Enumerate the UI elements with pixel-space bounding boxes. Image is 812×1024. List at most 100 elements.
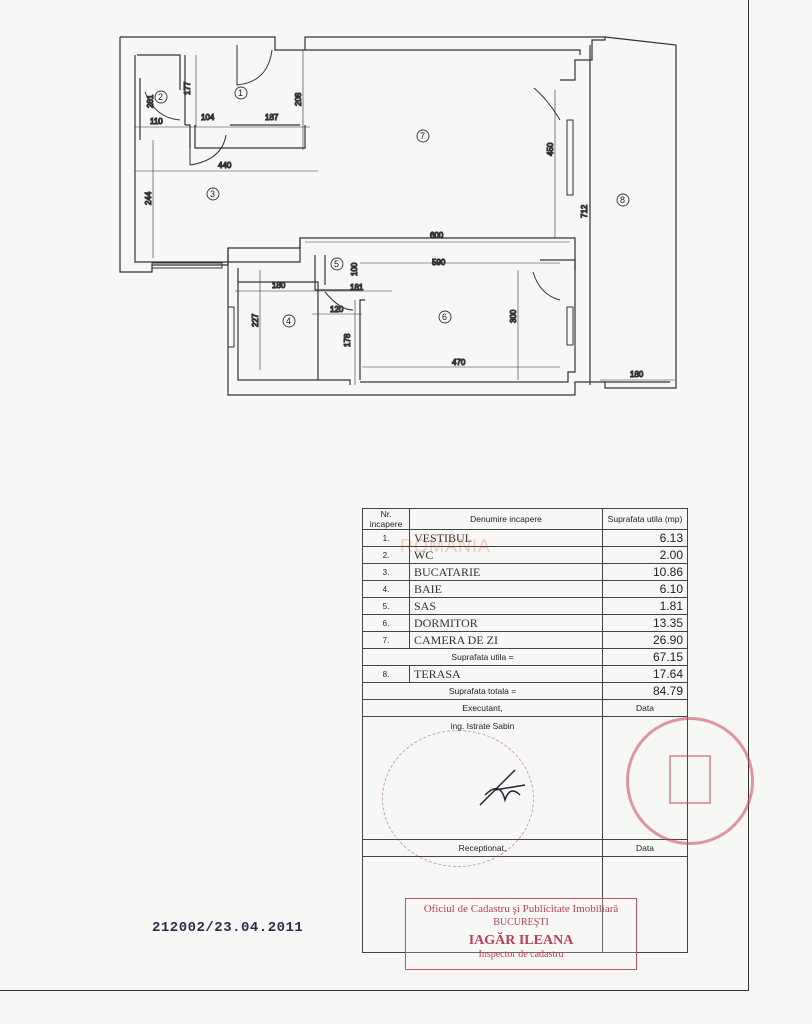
row-name: BAIE [409, 580, 603, 598]
room-number: 3 [210, 189, 215, 199]
row-area: 17.64 [602, 665, 688, 683]
row-nr: 2. [362, 546, 410, 564]
header-nr: Nr. incapere [362, 508, 410, 530]
row-name: VESTIBUL [409, 529, 603, 547]
round-seal [626, 717, 754, 845]
total-area-label: Suprafata totala = [362, 682, 603, 700]
useful-area-label: Suprafata utila = [362, 648, 603, 666]
dim-label: 201 [146, 94, 155, 108]
dim-label: 244 [144, 191, 153, 205]
useful-area-row: Suprafata utila =67.15 [362, 648, 688, 666]
dim-label: 180 [630, 370, 644, 379]
row-name: DORMITOR [409, 614, 603, 632]
room-number: 5 [334, 259, 339, 269]
dim-label: 300 [509, 309, 518, 323]
row-nr: 4. [362, 580, 410, 598]
executant-name: ing. Istrate Sabin [450, 721, 515, 731]
door-arc [144, 91, 181, 121]
room-number: 1 [238, 88, 243, 98]
row-area: 26.90 [602, 631, 688, 649]
outer-wall [120, 36, 606, 81]
window [566, 119, 574, 196]
door-arc [189, 133, 227, 166]
dim-label: 180 [272, 281, 286, 290]
wc-walls [137, 54, 306, 149]
room-number: 4 [286, 316, 291, 326]
stamp-line: BUCUREŞTI [493, 917, 549, 928]
dim-label: 600 [430, 231, 444, 240]
row-name: CAMERA DE ZI [409, 631, 603, 649]
row-name: WC [409, 546, 603, 564]
engineer-seal [382, 730, 534, 867]
dim-label: 227 [251, 313, 260, 327]
dim-label: 440 [218, 161, 232, 170]
door-arc [533, 87, 561, 121]
door-arc [532, 271, 561, 301]
dim-label: 712 [580, 204, 589, 218]
dim-label: 590 [432, 258, 446, 267]
dim-label: 450 [546, 142, 555, 156]
row-nr: 8. [362, 665, 410, 683]
dim-label: 177 [183, 81, 192, 95]
room-number: 6 [442, 312, 447, 322]
room-number: 8 [620, 195, 625, 205]
dim-label: 110 [150, 117, 163, 126]
room-number: 2 [158, 92, 163, 102]
stamp-line: Inspector de cadastru [478, 949, 564, 960]
row-name: TERASA [409, 665, 603, 683]
dim-label: 187 [265, 113, 279, 122]
cadastre-office-stamp: Oficiul de Cadastru şi Publicitate Imobi… [405, 898, 637, 970]
inner-wall-lower [237, 259, 576, 385]
terrace-inner [589, 45, 670, 385]
dim-label: 470 [452, 358, 466, 367]
window [227, 306, 235, 348]
row-nr: 5. [362, 597, 410, 615]
row-area: 6.13 [602, 529, 688, 547]
date-cell [602, 856, 688, 953]
header-name: Denumire incapere [409, 508, 603, 530]
row-area: 2.00 [602, 546, 688, 564]
row-nr: 1. [362, 529, 410, 547]
room-number: 7 [420, 131, 425, 141]
dim-label: 104 [201, 113, 215, 122]
page-border [0, 0, 749, 991]
dim-label: 181 [350, 283, 364, 292]
dim-label: 100 [350, 262, 359, 276]
floor-plan: 177 208 201 110 104 187 440 244 450 712 … [119, 36, 677, 396]
header-area: Suprafata utila (mp) [602, 508, 688, 530]
date-label: Data [602, 699, 688, 717]
executant-row: Executant,Data [362, 699, 688, 717]
sas-walls [314, 255, 360, 291]
stamp-line: Oficiul de Cadastru şi Publicitate Imobi… [423, 903, 619, 915]
row-nr: 3. [362, 563, 410, 581]
useful-area-value: 67.15 [602, 648, 688, 666]
row-area: 10.86 [602, 563, 688, 581]
outer-wall-lower [227, 36, 677, 396]
bath-walls [238, 281, 319, 380]
table-header: Nr. incapere Denumire incapere Suprafata… [362, 508, 688, 530]
dim-label: 208 [294, 92, 303, 106]
row-nr: 6. [362, 614, 410, 632]
row-area: 6.10 [602, 580, 688, 598]
receptionat-cell [362, 856, 603, 953]
outer-wall-left [119, 37, 576, 273]
stamp-line: IAGĂR ILEANA [468, 933, 574, 948]
window [566, 306, 574, 346]
total-area-value: 84.79 [602, 682, 688, 700]
inner-wall [134, 55, 301, 263]
row-area: 13.35 [602, 614, 688, 632]
row-name: SAS [409, 597, 603, 615]
window [151, 262, 223, 269]
total-area-row: Suprafata totala =84.79 [362, 682, 688, 700]
door-arc [236, 45, 273, 86]
areas-table: Nr. incapere Denumire incapere Suprafata… [362, 508, 688, 953]
door-arc [324, 291, 354, 311]
row-name: BUCATARIE [409, 563, 603, 581]
row-area: 1.81 [602, 597, 688, 615]
registration-stamp: 212002/23.04.2011 [152, 920, 304, 936]
